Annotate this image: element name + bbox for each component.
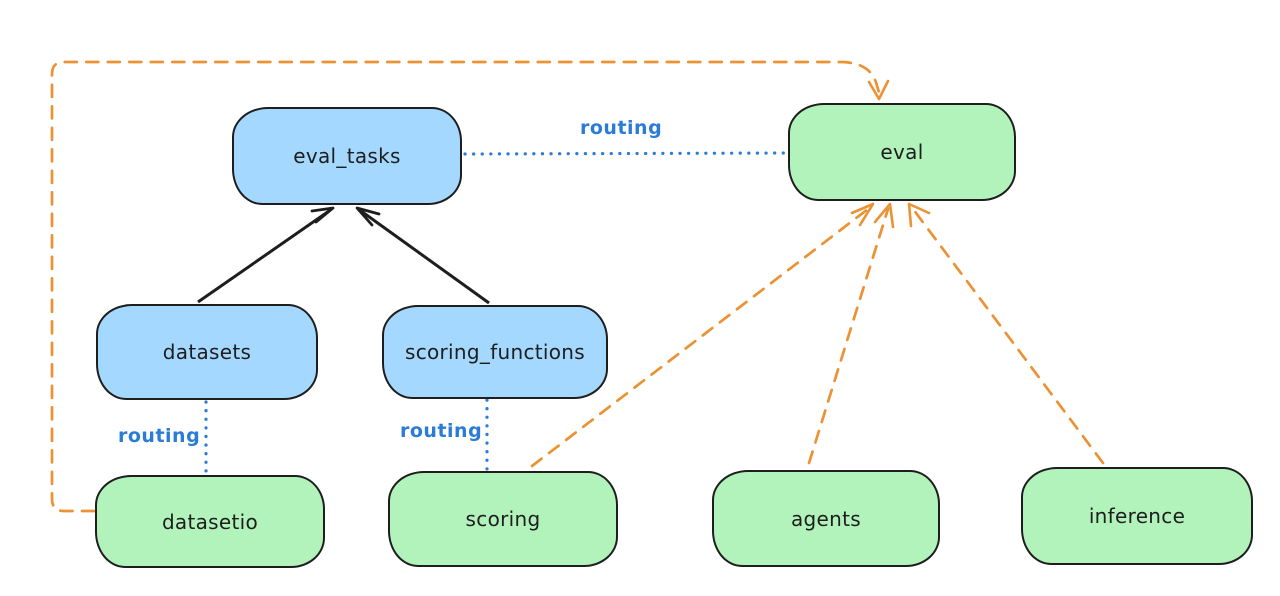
node-datasetio: datasetio [95,475,325,568]
node-datasets-label: datasets [162,340,252,364]
node-scoring-functions: scoring_functions [382,305,608,399]
arrowhead-agents-to-eval [873,202,895,229]
node-eval: eval [788,103,1016,201]
node-eval-tasks: eval_tasks [232,107,462,205]
edge-inference-to-eval [911,207,1105,465]
node-datasetio-label: datasetio [161,509,259,534]
edge-eval-tasks-to-eval [463,151,788,156]
arrowhead-scoring-functions-to-eval-tasks [355,206,381,227]
edge-agents-to-eval [807,207,890,465]
edge-label-routing-datasets-datasetio: routing [118,425,201,447]
edge-label-routing-scoring-functions-scoring: routing [400,420,483,442]
node-scoring-label: scoring [465,507,541,531]
node-eval-label: eval [880,140,924,164]
node-scoring-functions-label: scoring_functions [404,340,586,364]
node-inference-label: inference [1088,504,1186,528]
edge-scoring-to-eval [530,207,870,468]
node-agents-label: agents [791,506,861,531]
node-agents: agents [712,470,940,567]
node-eval-tasks-label: eval_tasks [293,144,401,168]
arrowhead-datasetio-to-eval [867,79,890,101]
edge-label-routing-eval-tasks-eval: routing [580,117,663,139]
node-datasets: datasets [96,304,318,400]
node-inference: inference [1021,467,1253,565]
edge-datasets-to-eval-tasks [197,209,330,304]
node-scoring: scoring [388,471,618,567]
arrowhead-inference-to-eval [907,202,931,228]
edge-datasetio-to-eval-loop [50,60,881,513]
arrowhead-scoring-to-eval [850,202,875,227]
arrowhead-datasets-to-eval-tasks [310,206,335,224]
edge-scoring-functions-to-eval-tasks [360,209,490,305]
